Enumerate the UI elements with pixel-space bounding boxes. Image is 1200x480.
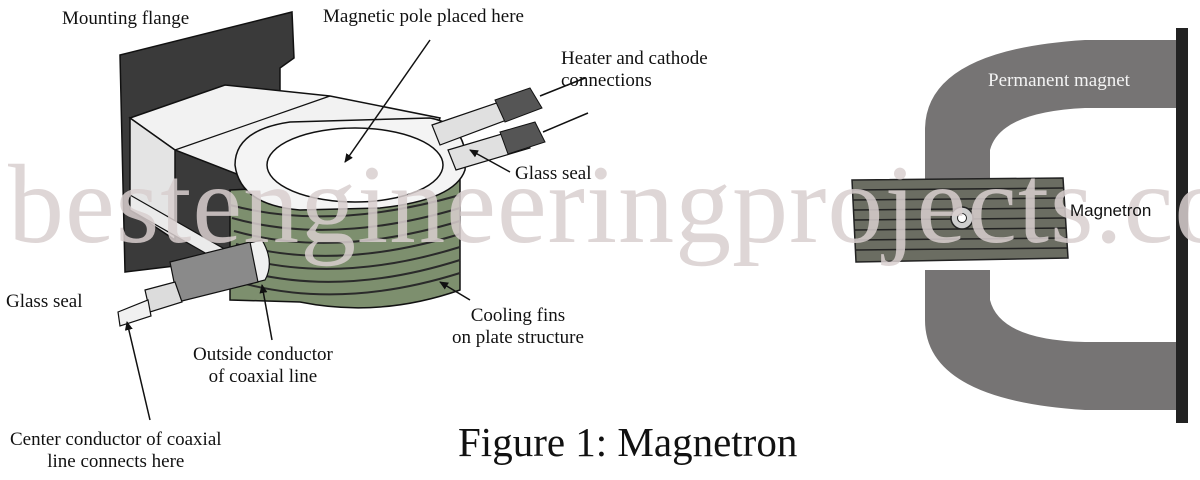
label-magnetron: Magnetron (1070, 201, 1152, 220)
label-magnetic-pole: Magnetic pole placed here (323, 6, 524, 27)
magnetic-pole-disc (266, 127, 444, 203)
heater-cathode-leads (431, 77, 589, 171)
magnetron-block (851, 177, 1069, 263)
label-outside-conductor: Outside conductor of coaxial line (193, 344, 333, 387)
permanent-magnet-lower (925, 270, 1178, 410)
label-glass-seal-right: Glass seal (515, 163, 592, 184)
label-glass-seal-left: Glass seal (6, 291, 83, 312)
label-cooling-fins: Cooling fins on plate structure (452, 305, 584, 348)
magnet-back-plate (1176, 28, 1188, 423)
label-mounting-flange: Mounting flange (62, 8, 190, 29)
magnetron-tube-drawing (117, 11, 589, 421)
label-permanent-magnet: Permanent magnet (988, 70, 1130, 91)
figure-caption: Figure 1: Magnetron (458, 419, 798, 465)
coaxial-output (117, 239, 270, 327)
label-heater-cathode: Heater and cathode connections (561, 48, 708, 91)
permanent-magnet (925, 40, 1178, 180)
label-center-conductor: Center conductor of coaxial line connect… (10, 429, 222, 472)
permanent-magnet-drawing (851, 28, 1188, 423)
leader-lines (124, 39, 511, 421)
watermark-text: bestengineeringprojects.com (8, 143, 1200, 267)
